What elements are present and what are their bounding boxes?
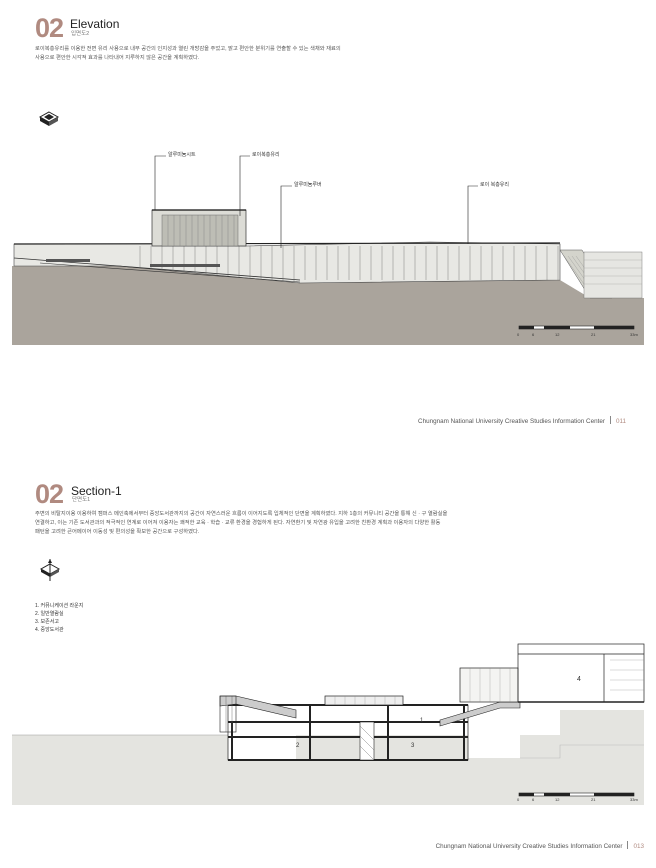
section-drawing (12, 643, 645, 805)
section-subtitle: 입면도2 (71, 31, 90, 37)
page-footer: Chungnam National University Creative St… (436, 841, 644, 851)
room-number: 4 (577, 676, 581, 683)
room-number: 1 (420, 718, 424, 724)
section-description-line: 주변의 비탈지이용 이용하여 캠퍼스 메인축에서부터 중앙도서관까지의 공간이 … (35, 511, 448, 517)
footer-text: Chungnam National University Creative St… (418, 418, 605, 425)
legend-item: 2. 일반열람실 (35, 611, 64, 617)
section-description-line: 로이복층유리를 이용한 전면 유리 사용으로 내부 공간의 인지성과 열린 개방… (35, 46, 341, 52)
room-number: 2 (296, 743, 300, 749)
section-number: 02 (35, 13, 64, 43)
section-title: Section-1 (71, 484, 122, 498)
section-description-line: 사용으로 편안한 시각적 효과를 나타내어 지루하지 않은 공간을 계획하였다. (35, 55, 200, 61)
callout-label: 알루미늄루버 (294, 182, 322, 188)
legend-item: 3. 보존서고 (35, 619, 59, 625)
callout-label: 로이복층유리 (252, 152, 280, 158)
elevation-drawing (12, 155, 644, 345)
scale-bar (518, 792, 635, 797)
legend-item: 1. 커뮤니케이션 라운지 (35, 603, 84, 609)
page-number: 011 (615, 418, 626, 425)
section-subtitle: 단면도1 (72, 497, 91, 503)
room-number: 3 (411, 743, 415, 749)
section-description-line: 패턴을 고려한 큰어메이어 이동성 및 편의성을 확보한 공간으로 구성하였다. (35, 529, 200, 535)
section-number: 02 (35, 479, 64, 509)
page-number: 013 (633, 843, 644, 850)
scale-labels: 0 6 12 21 33m (517, 332, 638, 337)
footer-text: Chungnam National University Creative St… (435, 843, 623, 850)
callout-label: 로이 복층유리 (480, 182, 509, 188)
scale-bar (518, 325, 635, 330)
orientation-icon (38, 111, 60, 126)
section-title: Elevation (70, 17, 120, 31)
page-footer: Chungnam National University Creative St… (418, 416, 626, 426)
scale-labels: 0 6 12 21 33m (517, 797, 638, 802)
section-description-line: 연결하고, 이는 기존 도서관과의 적극적인 연계로 이어져 이용자는 쾌적한 … (35, 520, 441, 526)
section-cut-icon (39, 559, 61, 581)
legend-item: 4. 중앙도서관 (35, 627, 64, 633)
callout-label: 알루미늄시트 (168, 152, 196, 158)
